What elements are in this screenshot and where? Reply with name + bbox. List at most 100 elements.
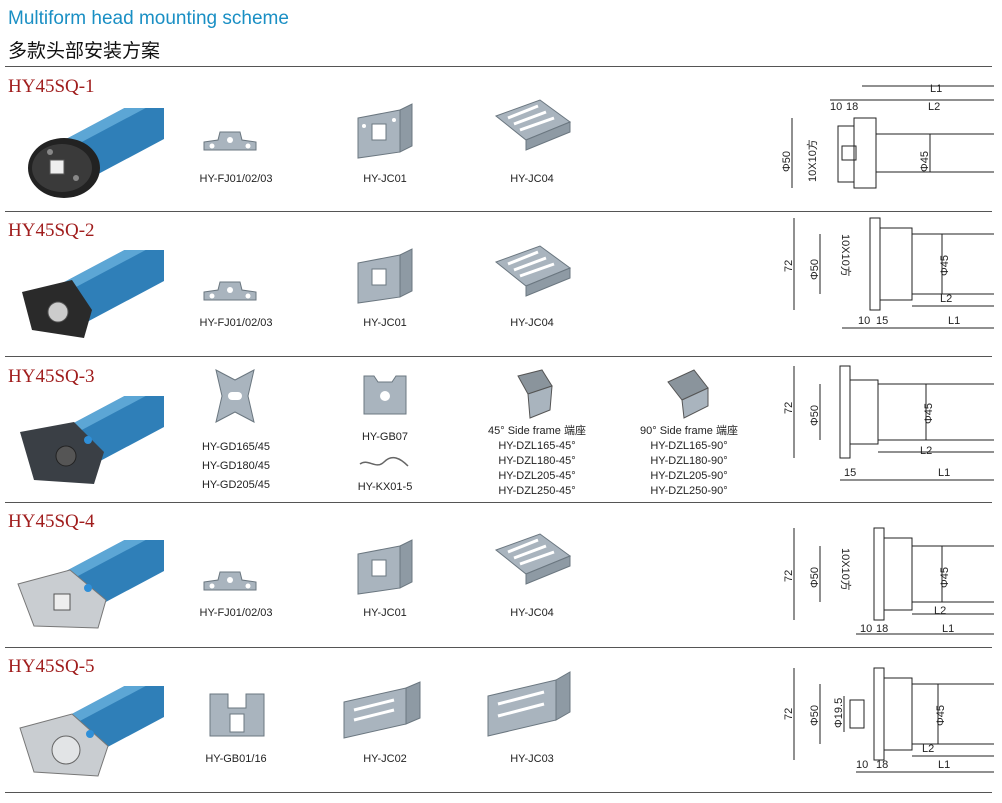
dim-label: L2 xyxy=(934,605,946,617)
bracket-plate-image xyxy=(203,131,257,151)
part-label: HY-DZL180-90° xyxy=(650,455,728,467)
dimension-drawing: 72 Φ50 10X10方 Φ45 L2 10 18 L1 xyxy=(783,527,994,635)
motor-image xyxy=(22,250,164,338)
bracket-plate-image xyxy=(203,571,257,591)
dim-label: L2 xyxy=(940,293,952,305)
dimension-drawing: L1 L2 10 18 Φ50 10X10方 Φ45 xyxy=(781,83,994,189)
dim-label: Φ45 xyxy=(935,705,947,726)
part-label: HY-FJ01/02/03 xyxy=(199,607,273,619)
bracket-jc03-image xyxy=(487,671,571,737)
dim-label: Φ50 xyxy=(809,705,821,726)
part-label: HY-JC04 xyxy=(510,607,554,619)
bracket-jc01-image xyxy=(357,248,413,304)
bracket-plate-image xyxy=(203,281,257,301)
page-title-en: Multiform head mounting scheme xyxy=(8,8,289,29)
model-title: HY45SQ-5 xyxy=(8,656,95,677)
dim-label: 15 xyxy=(876,315,888,327)
side-frame-45-image xyxy=(517,369,553,419)
bracket-jc01-image xyxy=(357,539,413,595)
dim-label: L1 xyxy=(938,759,950,771)
dim-label: Φ45 xyxy=(919,151,931,172)
dim-label: 10X10方 xyxy=(839,548,853,591)
dim-label: L1 xyxy=(930,83,942,95)
divider xyxy=(5,502,992,503)
dim-label: 18 xyxy=(846,101,858,113)
dim-label: Φ45 xyxy=(923,403,935,424)
side-frame-90-image xyxy=(667,369,709,419)
part-label: HY-DZL205-90° xyxy=(650,470,728,482)
divider xyxy=(5,356,992,357)
dimension-drawing: 72 Φ50 10X10方 Φ45 L2 10 15 L1 xyxy=(783,217,994,329)
part-label-group: HY-GD165/45 HY-GD180/45 HY-GD205/45 xyxy=(202,440,270,493)
part-label: HY-JC01 xyxy=(363,607,407,619)
part-label-group: 90° Side frame 端座 HY-DZL165-90° HY-DZL18… xyxy=(640,424,738,499)
dim-label: 72 xyxy=(783,402,795,414)
bracket-jc04-image xyxy=(494,533,572,585)
bracket-jc04-image xyxy=(494,245,572,297)
dim-label: 10 xyxy=(856,759,868,771)
dim-label: 72 xyxy=(783,260,795,272)
dim-label: Φ50 xyxy=(809,259,821,280)
part-label: HY-DZL165-45° xyxy=(498,440,576,452)
part-label: HY-FJ01/02/03 xyxy=(199,173,273,185)
bracket-gd-image xyxy=(215,369,255,423)
part-label: HY-GD165/45 xyxy=(201,441,271,453)
divider xyxy=(5,647,992,648)
divider xyxy=(5,66,992,67)
dim-label: Φ50 xyxy=(809,567,821,588)
dimension-drawing: 72 Φ50 Φ45 L2 15 L1 xyxy=(783,365,994,481)
dim-label: Φ45 xyxy=(939,567,951,588)
part-label: HY-JC01 xyxy=(363,173,407,185)
dim-label: 18 xyxy=(876,759,888,771)
part-label: HY-JC03 xyxy=(510,753,554,765)
bracket-jc01-image xyxy=(357,103,413,159)
dim-label: 18 xyxy=(876,623,888,635)
motor-image xyxy=(19,686,164,777)
dim-label: L1 xyxy=(942,623,954,635)
dim-label: 10 xyxy=(858,315,870,327)
part-label: HY-GB07 xyxy=(361,431,409,443)
side-frame-title: 90° Side frame 端座 xyxy=(640,425,738,437)
part-label-group: 45° Side frame 端座 HY-DZL165-45° HY-DZL18… xyxy=(488,424,586,499)
part-label: HY-DZL250-90° xyxy=(650,485,728,497)
part-label: HY-GB01/16 xyxy=(205,753,267,765)
dim-label: 10 xyxy=(830,101,842,113)
dim-label: L2 xyxy=(922,743,934,755)
page-title-zh: 多款头部安装方案 xyxy=(8,40,161,62)
motor-image xyxy=(17,540,164,629)
dim-label: 10X10方 xyxy=(839,234,853,277)
bracket-gb07-image xyxy=(363,375,407,415)
dim-label: Φ45 xyxy=(939,255,951,276)
dim-label: L2 xyxy=(920,445,932,457)
part-label: HY-JC02 xyxy=(363,753,407,765)
part-label: HY-FJ01/02/03 xyxy=(199,317,273,329)
part-label: HY-GD180/45 xyxy=(201,460,271,472)
part-label: HY-KX01-5 xyxy=(357,481,413,493)
divider xyxy=(5,211,992,212)
bracket-jc04-image xyxy=(494,99,572,151)
model-title: HY45SQ-2 xyxy=(8,220,95,241)
dim-label: L2 xyxy=(928,101,940,113)
dim-label: Φ19.5 xyxy=(833,698,845,728)
dim-label: L1 xyxy=(948,315,960,327)
motor-image xyxy=(28,108,164,198)
part-label: HY-DZL165-90° xyxy=(650,440,728,452)
model-title: HY45SQ-1 xyxy=(8,76,95,97)
bracket-jc02-image xyxy=(343,681,421,739)
dim-label: 10X10方 xyxy=(805,139,819,182)
part-label: HY-JC04 xyxy=(510,173,554,185)
part-label: HY-GD205/45 xyxy=(201,479,271,491)
motor-image xyxy=(20,396,164,484)
dim-label: 10 xyxy=(860,623,872,635)
part-label: HY-DZL205-45° xyxy=(498,470,576,482)
part-label: HY-DZL180-45° xyxy=(498,455,576,467)
model-title: HY45SQ-3 xyxy=(8,366,95,387)
divider xyxy=(5,792,992,793)
dim-label: Φ50 xyxy=(781,151,793,172)
part-label: HY-DZL250-45° xyxy=(498,485,576,497)
dim-label: Φ50 xyxy=(809,405,821,426)
dim-label: L1 xyxy=(938,467,950,479)
bracket-gb01-image xyxy=(209,693,265,737)
dimension-drawing: 72 Φ50 Φ19.5 Φ45 L2 10 18 L1 xyxy=(783,667,994,773)
dim-label: 72 xyxy=(783,570,795,582)
